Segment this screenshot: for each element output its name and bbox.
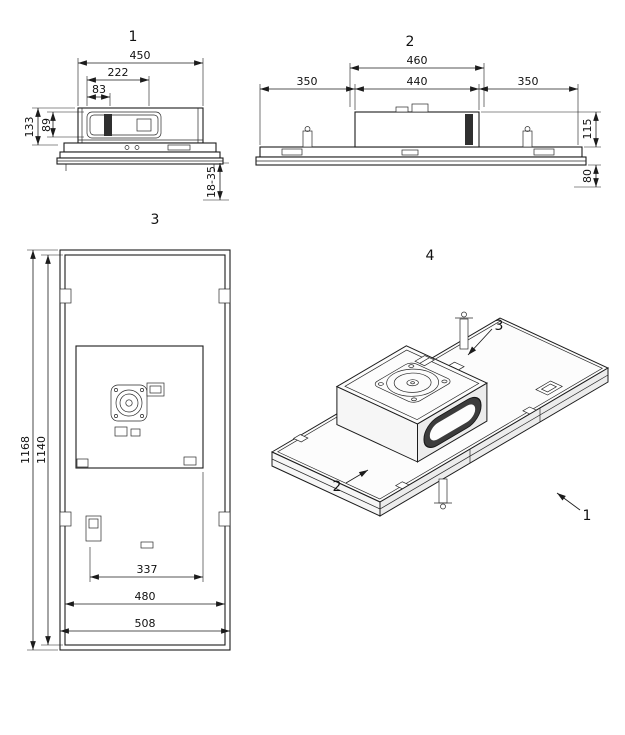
air-outlet: [423, 396, 482, 448]
callout-label-3: 3: [495, 318, 504, 334]
motor-box-plan: [75, 345, 204, 469]
dim-label-83: 83: [92, 83, 106, 96]
dim-label-480: 480: [135, 590, 156, 603]
extension-lines: [27, 249, 204, 651]
extension-lines: [32, 58, 229, 201]
dim-label-460: 460: [407, 54, 428, 67]
view3-label: 3: [151, 212, 160, 228]
hood-flange: [59, 151, 221, 159]
view4-label: 4: [426, 248, 435, 264]
fan-motor: [115, 389, 143, 417]
callout-label-2: 2: [333, 479, 342, 495]
mount-bracket: [59, 511, 72, 527]
junction-box-plan: [85, 515, 102, 542]
callout-leader-1: [556, 492, 581, 511]
fan-plate-iso: [372, 361, 454, 404]
extension-lines: [259, 63, 601, 188]
fan-motor-iso: [376, 364, 449, 402]
view1-label: 1: [129, 29, 138, 45]
recess-panel: [86, 111, 162, 139]
callout-label-1: 1: [583, 508, 592, 524]
dim-label-222: 222: [108, 66, 129, 79]
outlet-opening: [429, 403, 476, 442]
dim-label-18-35: 18-35: [205, 166, 218, 198]
dim-label-450: 450: [130, 49, 151, 62]
callout-leader-3: [467, 328, 493, 356]
hood-side-view: [255, 103, 587, 166]
dim-label-1168: 1168: [19, 436, 32, 464]
mount-bracket: [218, 288, 231, 304]
dim-label-133: 133: [23, 117, 36, 138]
mount-bracket: [218, 511, 231, 527]
hanger-post-right: [522, 130, 533, 148]
mount-bracket-iso: [294, 435, 308, 442]
dim-label-350-right: 350: [518, 75, 539, 88]
hood-mid-band: [63, 142, 217, 153]
connector-block: [104, 114, 112, 136]
hood-plan-view: [59, 249, 231, 651]
view-1-front-elevation: 1 450 222 83: [23, 29, 229, 201]
view-3-plan-view: 3 1: [19, 212, 231, 651]
dim-label-115: 115: [581, 119, 594, 140]
dim-label-337: 337: [137, 563, 158, 576]
dim-label-350-left: 350: [297, 75, 318, 88]
control-box-iso: [536, 381, 562, 395]
motor-box-side: [354, 111, 480, 148]
dim-label-80: 80: [581, 169, 594, 183]
hood-front-view: [56, 107, 224, 171]
view-2-side-elevation: 2 460 350 440 350 115 80: [255, 34, 601, 188]
panel-inner-outline: [64, 254, 226, 646]
fan-plate: [110, 384, 148, 422]
view-4-isometric: 4: [271, 248, 609, 524]
outlet-side: [465, 114, 473, 145]
mount-bracket: [59, 288, 72, 304]
dim-label-1140: 1140: [35, 436, 48, 464]
dim-label-440: 440: [407, 75, 428, 88]
hanger-post-left: [302, 130, 313, 148]
hanger-bracket-rear: [455, 311, 473, 350]
dim-label-89: 89: [40, 118, 53, 132]
terminal-box: [146, 382, 165, 397]
motor-box-top-face: [337, 346, 487, 424]
callout-leader-2: [345, 469, 369, 484]
view2-label: 2: [406, 34, 415, 50]
hanger-bracket-front: [434, 478, 452, 510]
dim-label-508: 508: [135, 617, 156, 630]
